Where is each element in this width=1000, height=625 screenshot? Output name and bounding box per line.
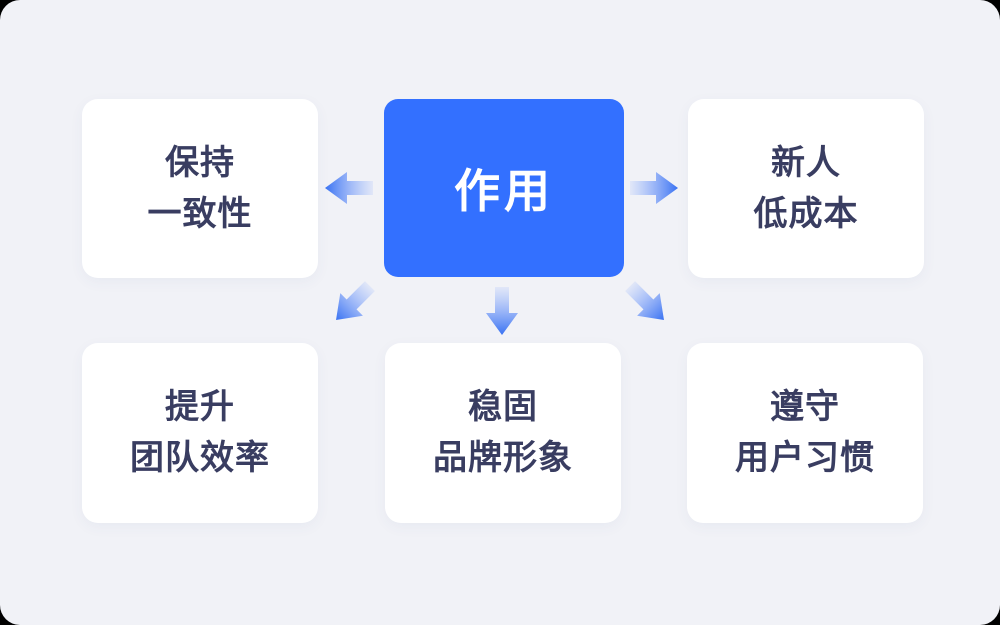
node-newcomer-low-cost: 新人 低成本: [688, 99, 924, 278]
node-improve-team-efficiency: 提升 团队效率: [82, 343, 318, 523]
node-label-line: 品牌形象: [433, 439, 573, 477]
node-label-line: 保持: [165, 143, 235, 182]
arrow-down-right-icon: [625, 281, 664, 320]
node-follow-user-habits: 遵守 用户习惯: [687, 343, 923, 523]
node-label-line: 新人: [771, 143, 841, 182]
node-label-line: 遵守: [770, 388, 840, 426]
arrow-left-icon: [325, 172, 373, 204]
arrow-down-icon: [486, 287, 518, 335]
arrow-down-left-icon: [336, 281, 375, 320]
node-label-line: 一致性: [147, 194, 253, 233]
center-label: 作用: [454, 165, 554, 217]
node-label-line: 团队效率: [130, 439, 270, 477]
node-stable-brand-image: 稳固 品牌形象: [385, 343, 621, 523]
node-label-line: 提升: [165, 388, 235, 426]
node-label-line: 低成本: [753, 194, 859, 233]
arrow-right-icon: [630, 172, 678, 204]
node-label-line: 稳固: [468, 388, 538, 426]
node-label-line: 用户习惯: [735, 439, 875, 477]
node-center-role: 作用: [384, 99, 624, 277]
node-keep-consistency: 保持 一致性: [82, 99, 318, 278]
